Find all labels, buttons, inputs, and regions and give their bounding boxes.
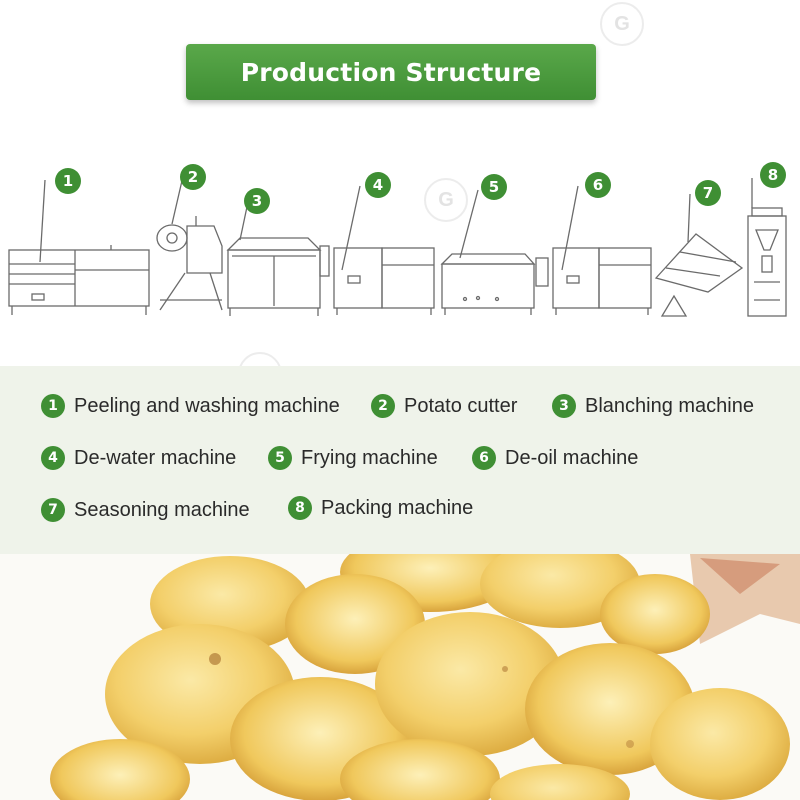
diagram-step-2-badge: 2 [180,164,206,190]
frying-machine-drawing [440,189,536,315]
diagram-step-5-badge: 5 [481,174,507,200]
legend-number-2: 2 [371,394,395,418]
legend-number-8: 8 [288,496,312,520]
diagram-step-3-badge: 3 [244,188,270,214]
legend-number-6: 6 [472,446,496,470]
legend-item-potato-cutter: 2 Potato cutter [371,392,517,420]
page-title: Production Structure [240,57,542,87]
legend-label: Seasoning machine [74,498,250,521]
potato-chips-photo [0,554,800,800]
production-line-diagram: 1 2 3 4 5 6 7 8 [0,150,800,330]
legend-item-de-water: 4 De-water machine [41,444,236,472]
de-water-machine-drawing [333,185,435,315]
legend-number-3: 3 [552,394,576,418]
de-oil-machine-drawing [535,185,652,315]
production-line-drawing [8,171,787,317]
potato-cutter-drawing [156,171,223,311]
legend-item-peeling-washing: 1 Peeling and washing machine [41,392,340,420]
legend-number-7: 7 [41,498,65,522]
diagram-step-7-badge: 7 [695,180,721,206]
legend-number-1: 1 [41,394,65,418]
legend-item-blanching: 3 Blanching machine [552,392,754,420]
legend-number-4: 4 [41,446,65,470]
diagram-step-6-badge: 6 [585,172,611,198]
legend-label: De-water machine [74,446,237,469]
legend-label: Packing machine [321,496,474,519]
legend-label: Blanching machine [585,394,754,417]
legend-item-de-oil: 6 De-oil machine [472,444,638,472]
potato-chips-illustration [0,554,800,800]
diagram-step-1-badge: 1 [55,168,81,194]
watermark-icon: G [600,2,644,46]
legend-number-5: 5 [268,446,292,470]
legend-item-packing: 8 Packing machine [288,494,473,522]
legend-label: Potato cutter [404,394,518,417]
seasoning-machine-drawing [654,193,744,317]
legend-label: Frying machine [301,446,438,469]
diagram-step-4-badge: 4 [365,172,391,198]
packing-machine-drawing [747,178,787,317]
legend-item-frying: 5 Frying machine [268,444,438,472]
peeling-washing-machine-drawing [8,179,150,315]
legend-item-seasoning: 7 Seasoning machine [41,496,250,524]
legend-label: Peeling and washing machine [74,394,340,417]
blanching-machine-drawing [226,201,330,316]
title-banner: Production Structure [186,44,596,100]
diagram-step-8-badge: 8 [760,162,786,188]
legend-panel: 1 Peeling and washing machine 2 Potato c… [0,366,800,554]
legend-label: De-oil machine [505,446,639,469]
watermark-icon: G [424,178,468,222]
